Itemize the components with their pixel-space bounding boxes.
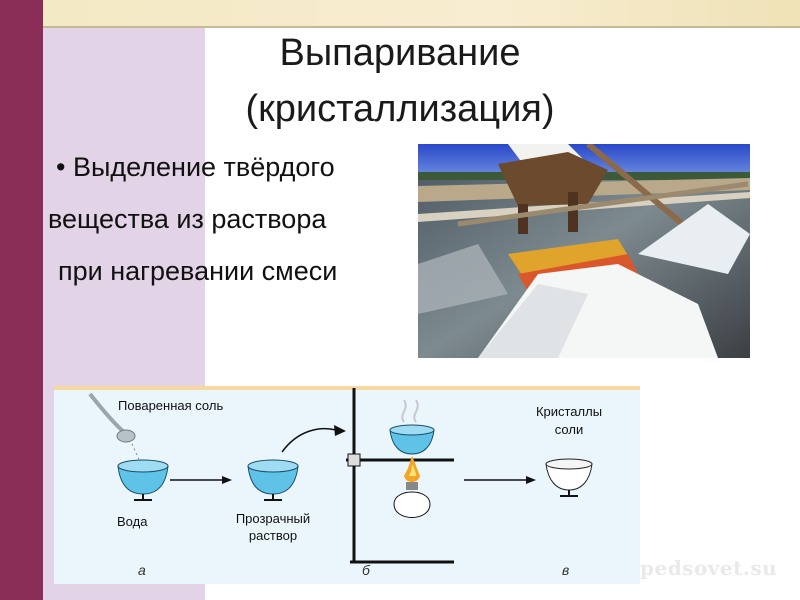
decor-top-line	[43, 26, 800, 28]
spirit-lamp-icon	[393, 456, 431, 518]
evaporation-diagram: Поваренная соль Вода Прозрачный раствор …	[54, 386, 640, 584]
label-table-salt: Поваренная соль	[118, 398, 224, 413]
step-label-a: а	[138, 562, 146, 578]
label-crystals-1: Кристаллы	[535, 404, 603, 419]
step-label-b: б	[362, 562, 370, 578]
label-clear-2: раствор	[248, 528, 298, 543]
bullet-line-2: вещества из раствора	[48, 204, 327, 234]
salt-evaporation-photo	[418, 144, 750, 358]
slide-title-line1: Выпаривание	[279, 32, 521, 74]
watermark-text: pedsovet.su	[640, 556, 778, 580]
step-label-v: в	[562, 562, 570, 578]
bullet-icon: •	[56, 152, 66, 182]
bowl-solution-icon	[247, 459, 299, 501]
label-crystals-2: соли	[554, 422, 584, 437]
decor-left-bar	[0, 0, 43, 600]
spoon-icon	[88, 392, 136, 443]
bullet-line-3: при нагревании смеси	[58, 256, 338, 286]
label-water: Вода	[117, 514, 148, 529]
bowl-water-icon	[117, 459, 169, 501]
bowl-crystals-icon	[545, 458, 593, 497]
bowl-heating-icon	[389, 399, 435, 455]
decor-top-strip	[43, 0, 800, 26]
bullet-text-1: Выделение твёрдого	[72, 152, 335, 182]
lab-stand-icon	[346, 388, 454, 564]
bullet-line-1: • Выделение твёрдого	[56, 152, 335, 183]
label-clear-1: Прозрачный	[235, 511, 311, 526]
slide-title-line2: (кристаллизация)	[245, 88, 555, 130]
